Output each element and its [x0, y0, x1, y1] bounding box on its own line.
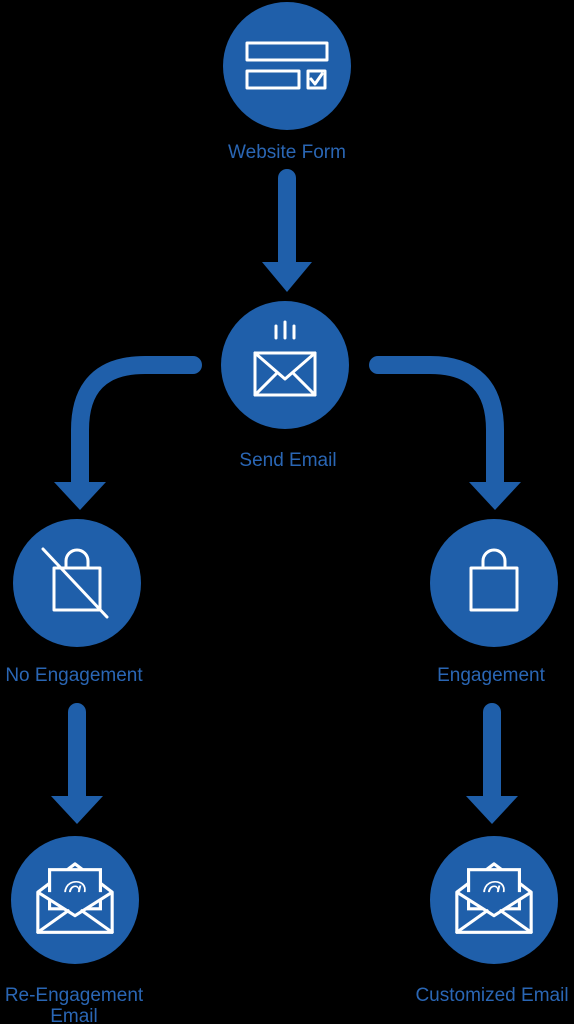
node-no-engagement: No Engagement: [5, 519, 143, 686]
arrow-engagement-to-customized-email: [466, 703, 518, 824]
node-label-engagement: Engagement: [437, 665, 545, 686]
node-circle: [430, 519, 558, 647]
node-customized-email: Customized Email: [415, 836, 569, 1006]
node-engagement: Engagement: [430, 519, 558, 686]
node-label-customized-email: Customized Email: [415, 985, 568, 1006]
node-circle: [223, 2, 351, 130]
arrow-no-engagement-to-re-engagement-email: [51, 703, 103, 824]
node-label-website-form: Website Form: [228, 142, 346, 163]
form-checkbox-icon: [245, 41, 329, 90]
node-send-email: Send Email: [221, 301, 349, 471]
node-label-re-engagement-email-line2: Email: [50, 1006, 98, 1024]
node-label-no-engagement: No Engagement: [5, 665, 143, 686]
node-website-form: Website Form: [223, 2, 351, 163]
node-label-re-engagement-email-line1: Re-Engagement: [5, 985, 144, 1006]
shopping-bag-icon: [469, 548, 519, 612]
node-re-engagement-email: Re-Engagement Email: [5, 836, 144, 1024]
node-label-send-email: Send Email: [239, 450, 336, 471]
node-circle: [221, 301, 349, 429]
arrow-send-email-to-no-engagement: [54, 356, 202, 510]
crossed-shopping-bag-icon: [41, 547, 109, 619]
arrow-website-form-to-send-email: [262, 169, 312, 292]
arrow-send-email-to-engagement: [369, 356, 521, 510]
send-envelope-icon: [253, 320, 317, 397]
